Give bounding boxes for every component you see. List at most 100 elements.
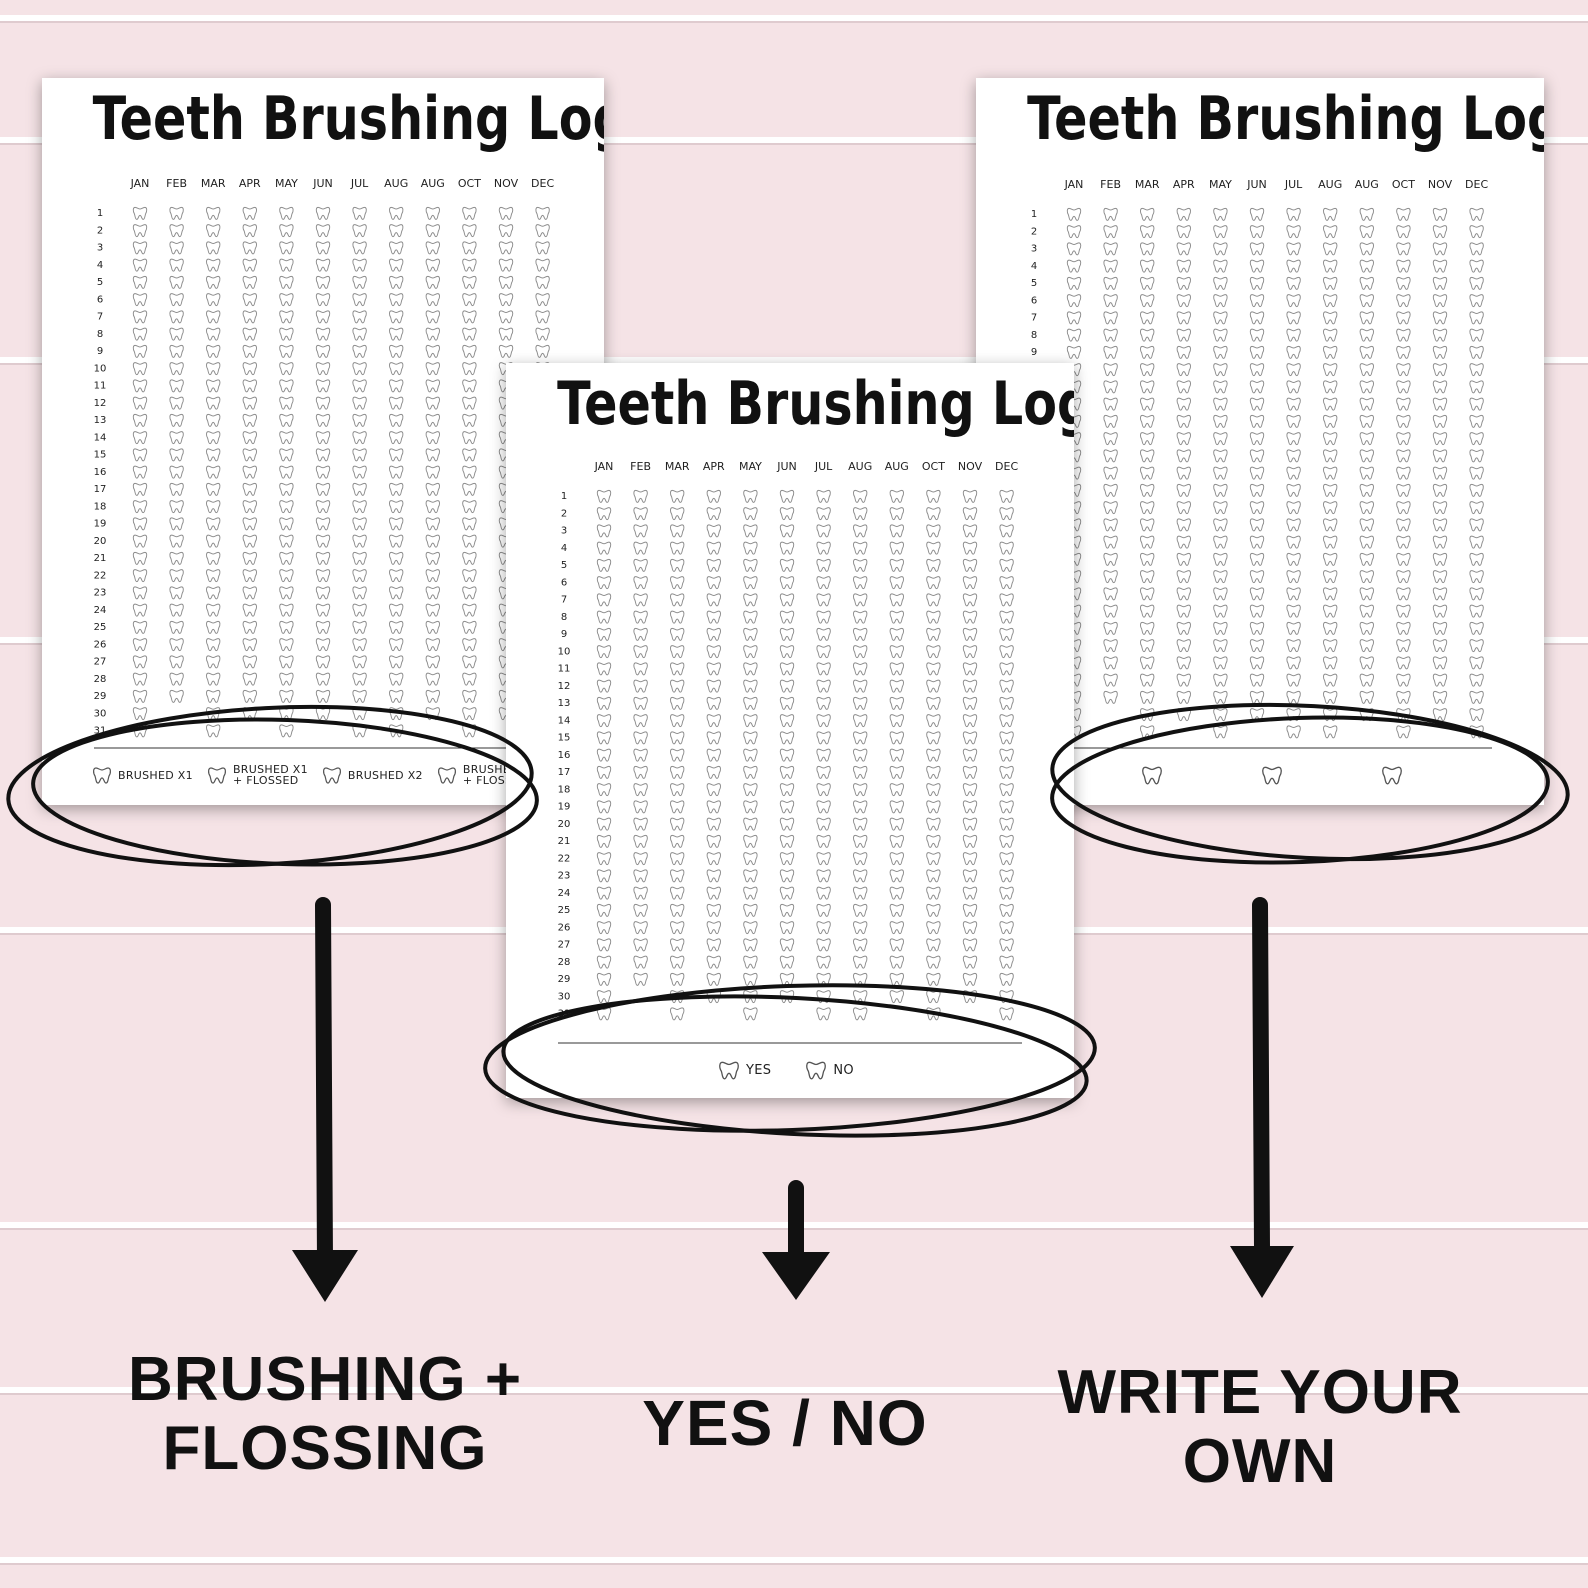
tooth-icon[interactable] [816, 610, 831, 624]
tooth-icon[interactable] [1323, 518, 1338, 532]
tooth-icon[interactable] [670, 507, 685, 521]
tooth-icon[interactable] [706, 852, 721, 866]
tooth-icon[interactable] [889, 645, 904, 659]
tooth-icon[interactable] [535, 258, 550, 272]
tooth-icon[interactable] [853, 852, 868, 866]
tooth-icon[interactable] [853, 869, 868, 883]
tooth-icon[interactable] [206, 344, 221, 358]
tooth-icon[interactable] [279, 603, 294, 617]
tooth-icon[interactable] [169, 620, 184, 634]
tooth-icon[interactable] [706, 558, 721, 572]
tooth-icon[interactable] [1249, 414, 1265, 428]
tooth-icon[interactable] [670, 869, 685, 883]
tooth-icon[interactable] [1469, 363, 1484, 377]
tooth-icon[interactable] [889, 903, 904, 917]
tooth-icon[interactable] [1359, 380, 1374, 394]
tooth-icon[interactable] [242, 344, 257, 358]
tooth-icon[interactable] [1176, 639, 1191, 653]
tooth-icon[interactable] [389, 224, 404, 238]
tooth-icon[interactable] [352, 293, 367, 307]
tooth-icon[interactable] [1323, 501, 1338, 515]
tooth-icon[interactable] [389, 327, 404, 341]
tooth-icon[interactable] [1066, 259, 1082, 273]
tooth-icon[interactable] [315, 569, 331, 583]
tooth-icon[interactable] [1432, 345, 1448, 359]
tooth-icon[interactable] [779, 886, 795, 900]
tooth-icon[interactable] [206, 206, 221, 220]
tooth-icon[interactable] [352, 431, 367, 445]
tooth-icon[interactable] [926, 645, 941, 659]
tooth-icon[interactable] [389, 551, 404, 565]
tooth-icon[interactable] [670, 955, 685, 969]
tooth-icon[interactable] [596, 610, 612, 624]
tooth-icon[interactable] [816, 489, 831, 503]
tooth-icon[interactable] [1140, 242, 1155, 256]
tooth-icon[interactable] [926, 541, 941, 555]
tooth-icon[interactable] [1140, 414, 1155, 428]
tooth-icon[interactable] [132, 258, 148, 272]
tooth-icon[interactable] [1396, 259, 1411, 273]
tooth-icon[interactable] [1323, 276, 1338, 290]
tooth-icon[interactable] [462, 293, 477, 307]
tooth-icon[interactable] [1213, 449, 1228, 463]
tooth-icon[interactable] [853, 903, 868, 917]
tooth-icon[interactable] [779, 921, 795, 935]
tooth-icon[interactable] [743, 817, 758, 831]
tooth-icon[interactable] [853, 921, 868, 935]
tooth-icon[interactable] [1286, 225, 1301, 239]
tooth-icon[interactable] [889, 955, 904, 969]
tooth-icon[interactable] [1286, 518, 1301, 532]
tooth-icon[interactable] [425, 413, 440, 427]
tooth-icon[interactable] [1432, 259, 1448, 273]
tooth-icon[interactable] [962, 955, 978, 969]
tooth-icon[interactable] [242, 293, 257, 307]
tooth-icon[interactable] [1213, 242, 1228, 256]
tooth-icon[interactable] [816, 765, 831, 779]
tooth-icon[interactable] [633, 645, 648, 659]
tooth-icon[interactable] [853, 834, 868, 848]
tooth-icon[interactable] [1249, 294, 1265, 308]
tooth-icon[interactable] [596, 852, 612, 866]
tooth-icon[interactable] [779, 524, 795, 538]
tooth-icon[interactable] [242, 689, 257, 703]
tooth-icon[interactable] [926, 489, 941, 503]
tooth-icon[interactable] [462, 603, 477, 617]
tooth-icon[interactable] [633, 576, 648, 590]
tooth-icon[interactable] [169, 396, 184, 410]
tooth-icon[interactable] [389, 379, 404, 393]
tooth-icon[interactable] [1213, 380, 1228, 394]
tooth-icon[interactable] [779, 765, 795, 779]
tooth-icon[interactable] [315, 344, 331, 358]
tooth-icon[interactable] [889, 576, 904, 590]
tooth-icon[interactable] [1432, 518, 1448, 532]
tooth-icon[interactable] [279, 655, 294, 669]
tooth-icon[interactable] [389, 482, 404, 496]
tooth-icon[interactable] [743, 834, 758, 848]
tooth-icon[interactable] [425, 362, 440, 376]
tooth-icon[interactable] [462, 482, 477, 496]
tooth-icon[interactable] [743, 869, 758, 883]
tooth-icon[interactable] [1323, 639, 1338, 653]
tooth-icon[interactable] [1469, 501, 1484, 515]
tooth-icon[interactable] [132, 586, 148, 600]
tooth-icon[interactable] [1066, 345, 1082, 359]
tooth-icon[interactable] [206, 327, 221, 341]
tooth-icon[interactable] [1286, 276, 1301, 290]
tooth-icon[interactable] [926, 938, 941, 952]
tooth-icon[interactable] [352, 396, 367, 410]
tooth-icon[interactable] [1359, 483, 1374, 497]
tooth-icon[interactable] [1213, 328, 1228, 342]
tooth-icon[interactable] [633, 783, 648, 797]
tooth-icon[interactable] [743, 731, 758, 745]
tooth-icon[interactable] [633, 731, 648, 745]
tooth-icon[interactable] [889, 593, 904, 607]
tooth-icon[interactable] [132, 724, 148, 738]
tooth-icon[interactable] [816, 748, 831, 762]
tooth-icon[interactable] [389, 672, 404, 686]
tooth-icon[interactable] [633, 524, 648, 538]
tooth-icon[interactable] [1432, 673, 1448, 687]
tooth-icon[interactable] [169, 413, 184, 427]
tooth-icon[interactable] [1396, 328, 1411, 342]
tooth-icon[interactable] [1286, 708, 1301, 722]
tooth-icon[interactable] [462, 724, 477, 738]
